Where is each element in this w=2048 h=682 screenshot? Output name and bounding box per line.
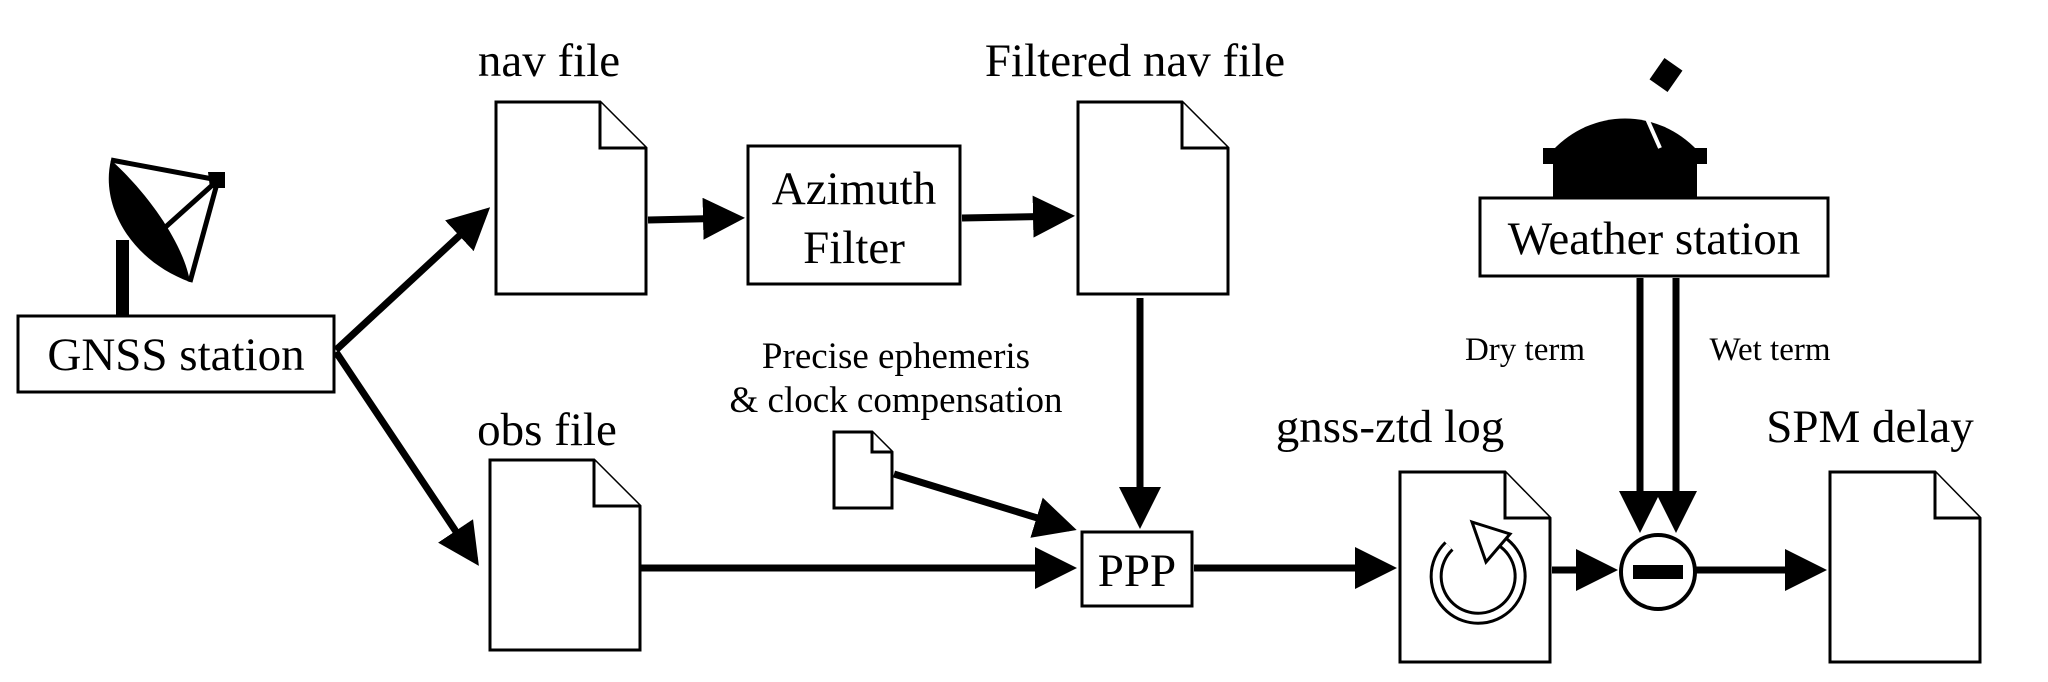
wet-term-label: Wet term	[1709, 332, 1830, 368]
ephemeris-file-icon	[832, 430, 894, 510]
ppp-label: PPP	[1098, 545, 1176, 597]
gnss-ztd-log-label: gnss-ztd log	[1276, 401, 1504, 453]
obs-file-label: obs file	[477, 404, 617, 456]
satellite-dish-icon	[108, 157, 225, 316]
filtered-nav-file-icon	[1076, 100, 1230, 296]
arrow-nav-to-filter	[647, 197, 745, 240]
spm-delay-file-icon	[1828, 470, 1982, 664]
dry-term-label: Dry term	[1465, 332, 1585, 368]
nav-file-label: nav file	[478, 35, 620, 87]
arrow-filter-to-filtered	[961, 195, 1075, 238]
nav-file-icon	[494, 100, 648, 296]
filtered-nav-file-label: Filtered nav file	[985, 35, 1285, 87]
gnss-station-label: GNSS station	[47, 329, 304, 381]
observatory-dome-icon	[1543, 58, 1707, 198]
azimuth-filter-node: Azimuth Filter	[746, 144, 962, 286]
gnss-station-node: GNSS station	[16, 314, 336, 394]
precise-ephemeris-line2: & clock compensation	[730, 380, 1063, 421]
azimuth-filter-line2: Filter	[803, 222, 905, 274]
arrow-gnss-to-obs	[333, 350, 479, 566]
arrow-gnss-to-nav	[333, 207, 491, 353]
azimuth-filter-line1: Azimuth	[772, 163, 936, 215]
weather-station-node: Weather station	[1478, 196, 1830, 278]
connector-arrows	[333, 195, 1827, 591]
refresh-icon	[1429, 519, 1527, 625]
gnss-ztd-log-icon	[1398, 470, 1552, 664]
arrow-ephemeris-to-ppp	[892, 470, 1077, 538]
spm-delay-label: SPM delay	[1766, 401, 1974, 453]
precise-ephemeris-line1: Precise ephemeris	[762, 336, 1030, 377]
ppp-node: PPP	[1080, 530, 1194, 608]
obs-file-icon	[488, 458, 642, 652]
weather-station-label: Weather station	[1508, 213, 1800, 265]
minus-icon	[1619, 533, 1697, 611]
